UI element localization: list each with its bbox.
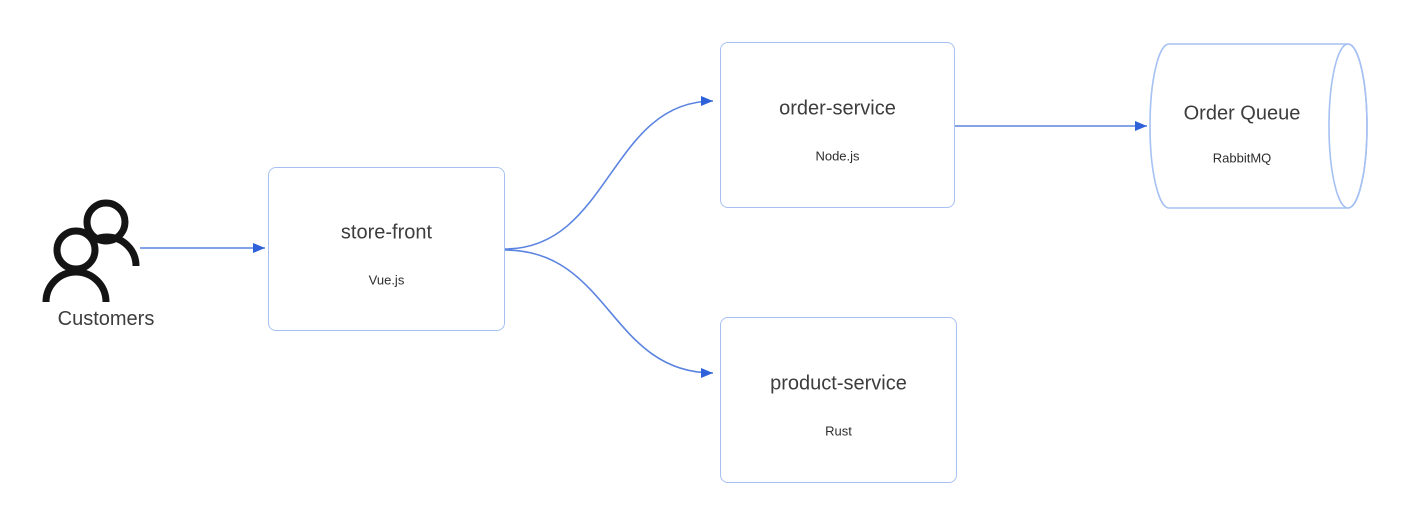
node-product-service: product-service Rust [720, 317, 957, 483]
product-service-title: product-service [770, 372, 907, 395]
node-order-queue: Order Queue RabbitMQ [1152, 43, 1332, 209]
cylinder-rim [1328, 43, 1368, 209]
customers-label: Customers [57, 308, 155, 330]
store-front-title: store-front [340, 221, 433, 244]
order-service-title: order-service [779, 97, 896, 120]
users-icon [42, 199, 140, 303]
edge-store-front-to-product-service [504, 249, 714, 378]
node-store-front: store-front Vue.js [268, 167, 505, 331]
order-service-subtitle: Node.js [815, 148, 860, 164]
edge-store-front-to-order-service [504, 96, 714, 250]
product-service-subtitle: Rust [825, 423, 852, 439]
order-queue-subtitle: RabbitMQ [1212, 150, 1272, 166]
order-queue-title: Order Queue [1183, 102, 1301, 125]
node-order-service: order-service Node.js [720, 42, 955, 208]
store-front-subtitle: Vue.js [368, 272, 405, 288]
